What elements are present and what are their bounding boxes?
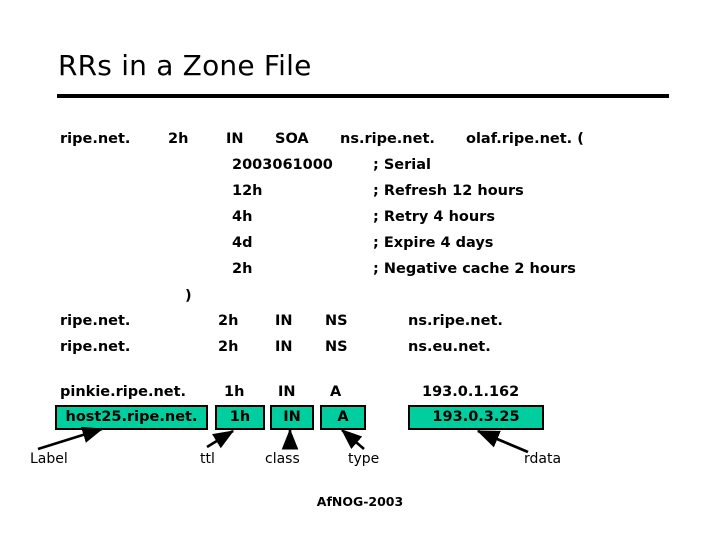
soa-rname: olaf.ripe.net. ( <box>466 131 584 147</box>
soa-field-comment: ; Expire 4 days <box>373 235 494 251</box>
ns-ttl: 2h <box>218 313 239 329</box>
ns-type: NS <box>325 313 348 329</box>
a-class: IN <box>278 384 296 400</box>
callout-label-class: class <box>265 451 300 467</box>
ns-class: IN <box>275 313 293 329</box>
soa-field-comment: ; Negative cache 2 hours <box>373 261 576 277</box>
highlight-box-ttl: 1h <box>215 405 265 430</box>
highlight-box-rdata: 193.0.3.25 <box>408 405 544 430</box>
soa-mname: ns.ripe.net. <box>340 131 435 147</box>
soa-field-comment: ; Retry 4 hours <box>373 209 495 225</box>
slide-footer: AfNOG-2003 <box>316 494 404 509</box>
a-ttl: 1h <box>224 384 245 400</box>
callout-label-rdata: rdata <box>524 451 562 467</box>
soa-field-comment: ; Serial <box>373 157 431 173</box>
soa-field-value: 12h <box>232 183 263 199</box>
soa-field-value: 2h <box>232 261 253 277</box>
soa-close-paren: ) <box>185 288 192 304</box>
highlight-box-label: host25.ripe.net. <box>55 405 208 430</box>
soa-field-value: 4h <box>232 209 253 225</box>
ns-owner: ripe.net. <box>60 313 131 329</box>
callout-label-ttl: ttl <box>200 451 215 467</box>
callout-label-label: Label <box>30 451 68 467</box>
title-divider <box>57 94 669 98</box>
ns-owner: ripe.net. <box>60 339 131 355</box>
page-title: RRs in a Zone File <box>58 49 312 82</box>
soa-ttl: 2h <box>168 131 189 147</box>
ns-class: IN <box>275 339 293 355</box>
soa-type: SOA <box>275 131 309 147</box>
highlight-box-class: IN <box>270 405 314 430</box>
ns-rdata: ns.ripe.net. <box>408 313 503 329</box>
a-rdata: 193.0.1.162 <box>422 384 520 400</box>
ns-type: NS <box>325 339 348 355</box>
ns-ttl: 2h <box>218 339 239 355</box>
soa-field-comment: ; Refresh 12 hours <box>373 183 524 199</box>
a-type: A <box>330 384 342 400</box>
callout-label-type: type <box>348 451 380 467</box>
a-owner: pinkie.ripe.net. <box>60 384 187 400</box>
highlight-box-type: A <box>320 405 366 430</box>
soa-class: IN <box>226 131 244 147</box>
soa-owner: ripe.net. <box>60 131 131 147</box>
soa-field-value: 4d <box>232 235 253 251</box>
soa-field-value: 2003061000 <box>232 157 333 173</box>
ns-rdata: ns.eu.net. <box>408 339 491 355</box>
